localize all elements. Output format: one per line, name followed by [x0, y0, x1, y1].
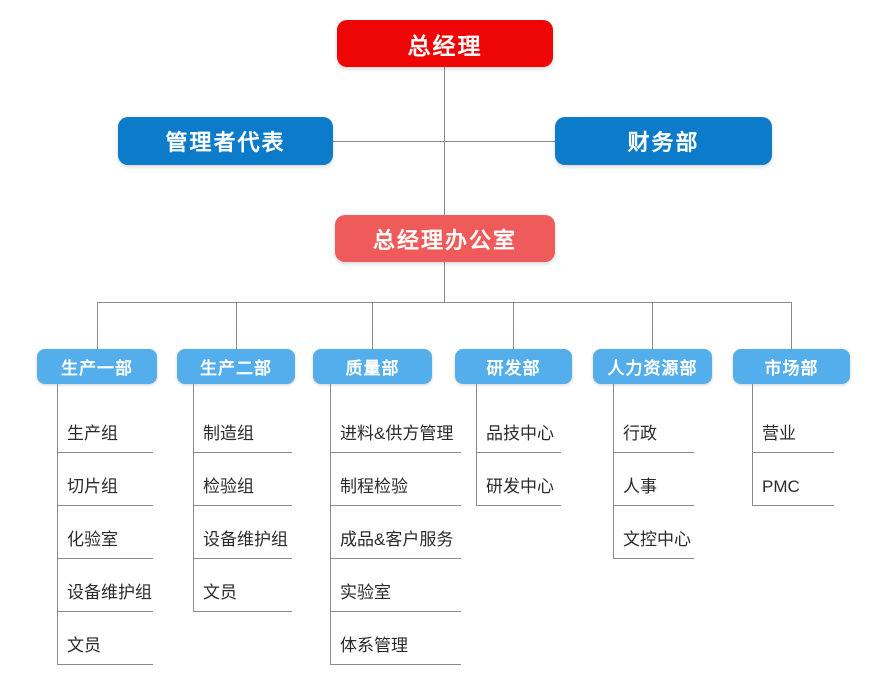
- list-item: 生产组: [58, 400, 153, 453]
- connector-level2-horizontal: [333, 141, 555, 142]
- list-item: 营业: [753, 400, 834, 453]
- list-item: 文控中心: [614, 506, 694, 559]
- list-item: 切片组: [58, 453, 153, 506]
- dept-column-production-1: 生产组 切片组 化验室 设备维护组 文员: [57, 384, 153, 665]
- dept-column-market: 营业 PMC: [752, 384, 834, 506]
- dept-column-rnd: 品技中心 研发中心: [476, 384, 561, 506]
- connector-drop-dept-6: [791, 302, 792, 349]
- list-item: 实验室: [331, 559, 461, 612]
- list-item: PMC: [753, 453, 834, 506]
- node-general-manager: 总经理: [337, 20, 553, 67]
- connector-drop-dept-3: [372, 302, 373, 349]
- node-dept-rnd: 研发部: [455, 349, 572, 384]
- list-item: 文员: [58, 612, 153, 665]
- dept-column-quality: 进料&供方管理 制程检验 成品&客户服务 实验室 体系管理: [330, 384, 461, 665]
- node-finance-dept: 财务部: [555, 117, 772, 165]
- list-item: 设备维护组: [58, 559, 153, 612]
- list-item: 品技中心: [477, 400, 561, 453]
- list-item: 成品&客户服务: [331, 506, 461, 559]
- node-dept-quality: 质量部: [313, 349, 432, 384]
- list-item: 研发中心: [477, 453, 561, 506]
- connector-drop-dept-1: [97, 302, 98, 349]
- node-dept-production-1: 生产一部: [37, 349, 157, 384]
- list-item: 进料&供方管理: [331, 400, 461, 453]
- list-item: 体系管理: [331, 612, 461, 665]
- node-gm-office: 总经理办公室: [335, 215, 555, 262]
- list-item: 化验室: [58, 506, 153, 559]
- node-dept-hr: 人力资源部: [593, 349, 712, 384]
- connector-distribution-horizontal: [97, 302, 792, 303]
- list-item: 检验组: [194, 453, 292, 506]
- list-item: 制造组: [194, 400, 292, 453]
- connector-office-down: [444, 262, 445, 302]
- dept-column-hr: 行政 人事 文控中心: [613, 384, 694, 559]
- node-management-representative: 管理者代表: [118, 117, 333, 165]
- connector-drop-dept-4: [513, 302, 514, 349]
- list-item: 人事: [614, 453, 694, 506]
- list-item: 设备维护组: [194, 506, 292, 559]
- list-item: 制程检验: [331, 453, 461, 506]
- list-item: 行政: [614, 400, 694, 453]
- dept-column-production-2: 制造组 检验组 设备维护组 文员: [193, 384, 292, 612]
- connector-drop-dept-2: [236, 302, 237, 349]
- connector-drop-dept-5: [652, 302, 653, 349]
- node-dept-production-2: 生产二部: [177, 349, 295, 384]
- list-item: 文员: [194, 559, 292, 612]
- node-dept-market: 市场部: [733, 349, 850, 384]
